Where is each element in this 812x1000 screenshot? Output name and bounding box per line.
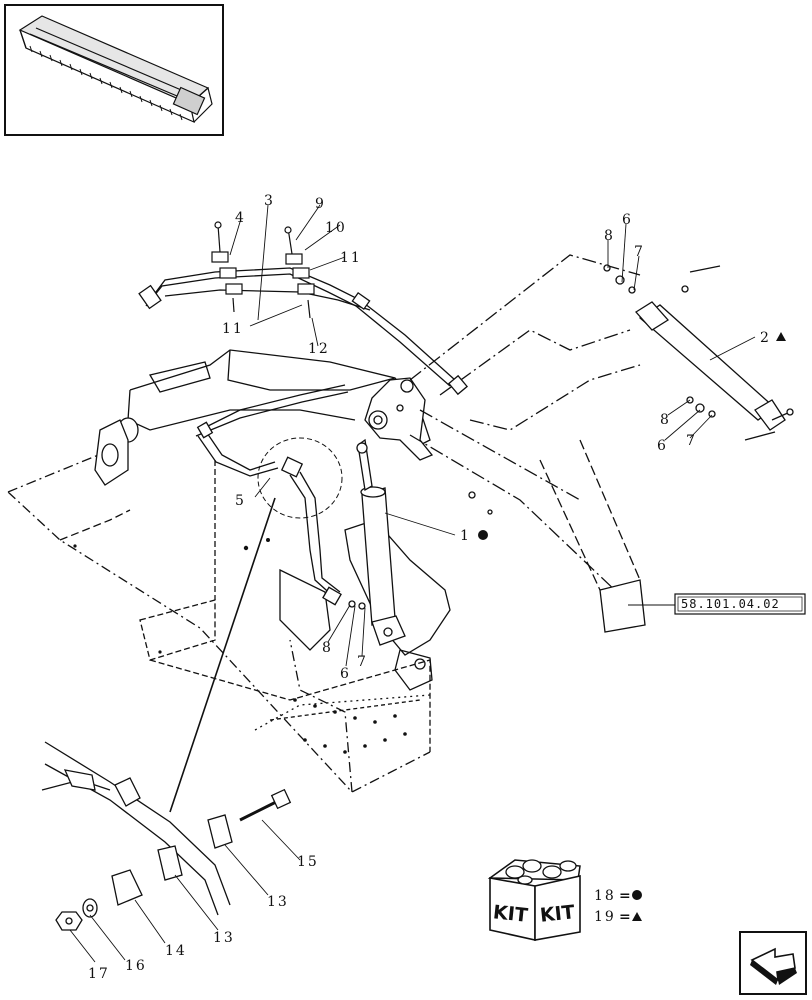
callout-8-low: 8 — [322, 640, 333, 656]
hose-clamps — [211, 221, 315, 319]
kit-label-right: KIT — [539, 901, 576, 927]
header-tilt-cylinder — [348, 438, 406, 646]
callout-9: 9 — [315, 196, 326, 212]
header-thumbnail-icon — [4, 4, 224, 136]
callout-11-low: 11 — [222, 321, 244, 337]
next-page-arrow-icon[interactable] — [739, 931, 807, 995]
item-1-kit-marker — [478, 530, 488, 540]
callout-3: 3 — [264, 193, 275, 209]
callout-14: 14 — [165, 943, 187, 959]
callout-7-low: 7 — [357, 654, 368, 670]
reference-box-label: 58.101.04.02 — [681, 597, 780, 611]
reference-box[interactable]: 58.101.04.02 — [674, 593, 806, 615]
callout-13-lower: 13 — [213, 930, 235, 946]
kit-label-left: KIT — [492, 901, 529, 927]
legend-18-equals: = — [619, 888, 633, 904]
callout-10: 10 — [325, 220, 347, 236]
callout-5: 5 — [235, 493, 246, 509]
hydraulic-hoses — [138, 267, 469, 606]
kit-legend: 18 = 19 = — [594, 888, 642, 925]
callout-7-top: 7 — [634, 244, 645, 260]
legend-18-number: 18 — [594, 888, 616, 904]
legend-18-circle — [632, 890, 642, 900]
callout-12: 12 — [308, 341, 330, 357]
item-2-kit-marker — [776, 332, 786, 341]
callout-16: 16 — [125, 958, 147, 974]
callout-7-mid: 7 — [686, 433, 697, 449]
legend-19-number: 19 — [594, 909, 616, 925]
callout-13-upper: 13 — [267, 894, 289, 910]
detail-zoom — [169, 437, 343, 813]
callout-15: 15 — [297, 854, 319, 870]
callout-11-top: 11 — [340, 250, 362, 266]
callout-labels: 3 4 9 10 11 11 12 5 1 2 8 6 7 8 6 7 8 6 … — [88, 193, 771, 982]
kit-icon: KIT KIT — [487, 859, 581, 941]
leader-lines — [69, 204, 756, 963]
callout-6-low: 6 — [340, 666, 351, 682]
legend-19-equals: = — [619, 909, 633, 925]
callout-1: 1 — [460, 528, 471, 544]
callout-4: 4 — [235, 210, 246, 226]
callout-6-top: 6 — [622, 212, 633, 228]
callout-17: 17 — [88, 966, 110, 982]
legend-19-triangle — [632, 912, 642, 921]
callout-6-mid: 6 — [657, 438, 668, 454]
reel-lift-cylinder-upper — [603, 264, 794, 441]
detail-clamp-parts — [41, 741, 292, 931]
callout-8-mid: 8 — [660, 412, 671, 428]
callout-2: 2 — [760, 330, 771, 346]
header-frame — [7, 254, 646, 793]
callout-8-top: 8 — [604, 228, 615, 244]
